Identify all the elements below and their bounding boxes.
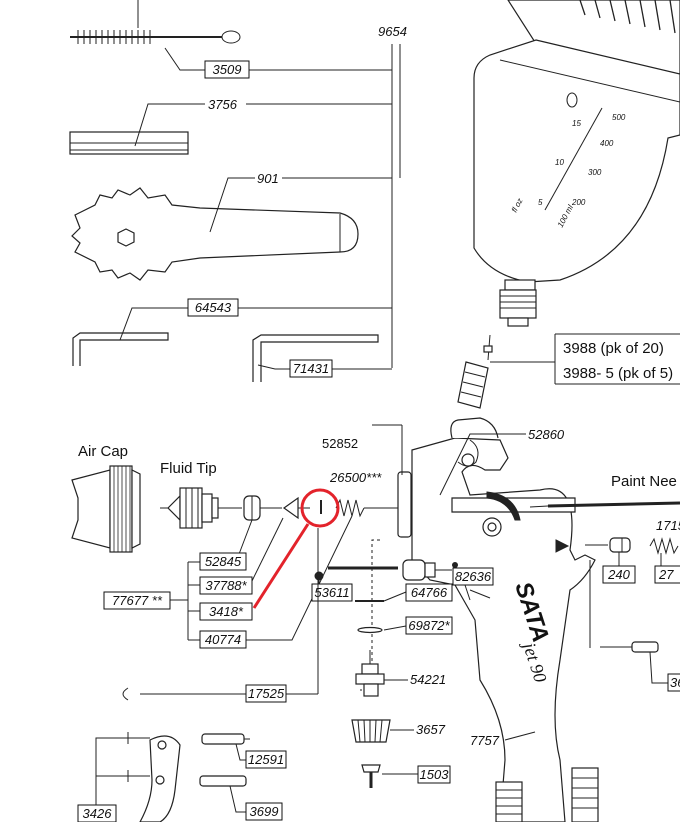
scale-oz-15: 15 xyxy=(572,119,581,128)
part-240: 240 xyxy=(607,567,630,582)
hex-key-large xyxy=(252,334,379,382)
part-27: 27 xyxy=(658,567,674,582)
label-box-3699 xyxy=(245,802,283,821)
part-82636: 82636 xyxy=(455,569,492,584)
part-77677: 77677 ** xyxy=(112,593,163,608)
label-box-82636 xyxy=(452,567,494,586)
label-box-240 xyxy=(602,565,636,584)
needle-bushing xyxy=(609,537,631,553)
label-box-1503 xyxy=(417,765,451,784)
part-52852: 52852 xyxy=(322,436,358,451)
scale-ml-500: 500 xyxy=(612,113,626,122)
label-air-cap: Air Cap xyxy=(78,443,128,460)
highlight-circle xyxy=(300,488,340,528)
label-paint-needle: Paint Nee xyxy=(611,473,677,490)
label-box-3509 xyxy=(204,60,250,79)
label-box-69872 xyxy=(405,616,453,635)
part-37788: 37788* xyxy=(205,578,247,593)
part-9654: 9654 xyxy=(378,24,407,39)
label-box-77677 xyxy=(103,591,171,610)
label-fluid-tip: Fluid Tip xyxy=(160,460,217,477)
spreader-valve xyxy=(355,650,385,697)
part-3426: 3426 xyxy=(83,806,113,821)
highlight-arrow xyxy=(252,523,310,609)
part-64766: 64766 xyxy=(411,585,448,600)
part-69872: 69872* xyxy=(408,618,450,633)
scale-oz-10: 10 xyxy=(555,158,564,167)
part-3657: 3657 xyxy=(416,722,446,737)
scale-ml-300: 300 xyxy=(588,168,602,177)
spray-gun-body xyxy=(411,417,596,822)
trigger-pin-3699 xyxy=(199,775,247,787)
part-52860: 52860 xyxy=(528,427,565,442)
trigger xyxy=(139,735,181,822)
part-53611: 53611 xyxy=(314,585,349,600)
gun-seal xyxy=(397,471,412,538)
part-71431: 71431 xyxy=(293,361,329,376)
part-17525: 17525 xyxy=(248,686,285,701)
part-3988-5: 3988- 5 (pk of 5) xyxy=(563,365,673,382)
part-3756: 3756 xyxy=(208,97,238,112)
scale-oz-5: 5 xyxy=(538,198,543,207)
screw-1503 xyxy=(361,764,381,788)
label-box-53611 xyxy=(311,583,353,602)
part-26500: 26500*** xyxy=(329,470,382,485)
scale-ml-200: 200 xyxy=(571,198,586,207)
fluid-tip xyxy=(160,487,219,529)
label-box-3426 xyxy=(77,804,117,822)
label-box-36 xyxy=(667,673,680,692)
label-box-71431 xyxy=(289,359,333,378)
paint-filter xyxy=(457,334,493,409)
part-1715: 1715 xyxy=(656,518,680,533)
gun-air-inlet xyxy=(495,767,599,822)
trigger-pin-12591 xyxy=(201,733,250,745)
label-box-37788 xyxy=(199,576,253,595)
part-12591: 12591 xyxy=(248,752,284,767)
label-box-12591 xyxy=(245,750,287,769)
part-3509: 3509 xyxy=(213,62,242,77)
part-40774: 40774 xyxy=(205,632,241,647)
part-36: 36 xyxy=(670,675,680,690)
paint-needle xyxy=(529,501,680,508)
label-box-3418 xyxy=(199,602,253,621)
label-box-64766 xyxy=(405,583,453,602)
label-box-52845 xyxy=(199,552,247,571)
part-3699: 3699 xyxy=(250,804,279,819)
part-1503: 1503 xyxy=(420,767,450,782)
label-box-27 xyxy=(654,565,680,584)
scale-ml-400: 400 xyxy=(600,139,614,148)
label-box-17525 xyxy=(245,684,287,703)
part-7757: 7757 xyxy=(470,733,500,748)
part-52845: 52845 xyxy=(205,554,242,569)
spanner-wrench xyxy=(71,187,359,281)
air-valve-82636 xyxy=(402,559,452,581)
gasket-37788 xyxy=(282,496,299,520)
part-54221: 54221 xyxy=(410,672,446,687)
part-3988: 3988 (pk of 20) xyxy=(563,340,664,357)
flat-bar xyxy=(69,131,189,155)
part-64543: 64543 xyxy=(195,300,232,315)
adjustment-knob xyxy=(351,719,391,743)
label-box-40774 xyxy=(199,630,247,649)
label-box-64543 xyxy=(187,298,239,317)
cleaning-brush xyxy=(70,0,241,44)
part-901: 901 xyxy=(257,171,279,186)
fluid-tip-seal xyxy=(243,495,261,521)
paint-cup xyxy=(473,0,680,327)
air-cap xyxy=(71,465,141,553)
part-3418: 3418* xyxy=(209,604,244,619)
